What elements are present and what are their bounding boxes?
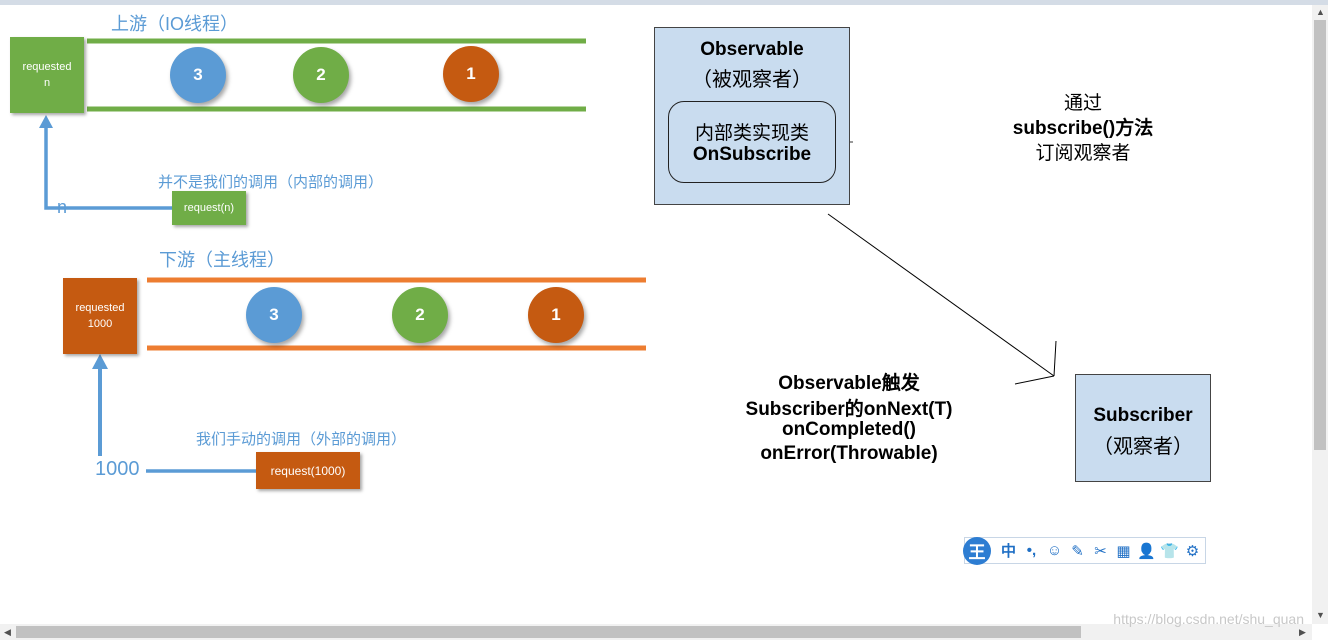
emoji-icon[interactable]: ☺ — [1046, 542, 1063, 559]
observable-title: Observable — [700, 39, 804, 60]
horizontal-scroll-thumb[interactable] — [16, 626, 1081, 638]
upstream-item-1: 1 — [443, 46, 499, 102]
downstream-title: 下游（主线程） — [159, 250, 285, 270]
chinese-mode-icon[interactable]: 中 — [1000, 543, 1016, 560]
subscribe-text-line1: 通过 — [1063, 93, 1102, 114]
subscribe-arrowhead-b — [1014, 375, 1055, 385]
keyboard-icon[interactable]: ▦ — [1116, 542, 1131, 560]
skin-icon[interactable]: 👕 — [1160, 542, 1179, 560]
punctuation-icon[interactable]: •, — [1026, 542, 1037, 559]
trigger-text-line3: onCompleted() — [781, 419, 917, 440]
scroll-left-icon[interactable]: ◀ — [4, 627, 11, 637]
subscribe-arrowhead-a — [1053, 340, 1057, 377]
trigger-text-line4: onError(Throwable) — [760, 443, 938, 464]
downstream-arrowhead — [92, 354, 108, 369]
onsubscribe-box — [668, 101, 836, 183]
upstream-request-arrow — [44, 124, 172, 210]
upstream-requested-box: requested n — [10, 37, 84, 113]
ime-logo-icon[interactable]: 王 — [963, 536, 991, 565]
subscriber-title: Subscriber — [1093, 405, 1193, 426]
upstream-title: 上游（IO线程） — [111, 14, 239, 34]
subscribe-text-line3: 订阅观察者 — [1035, 143, 1131, 164]
subscriber-subtitle: （观察者） — [1093, 436, 1193, 458]
settings-icon[interactable]: ⚙ — [1185, 542, 1200, 560]
ime-toolbar: 王 中 •, ☺ ✎ ✂ ▦ 👤 👕 ⚙ — [963, 536, 1206, 565]
subscribe-arrow-line — [827, 213, 1055, 377]
downstream-item-1: 1 — [528, 287, 584, 343]
trigger-text-line1: Observable触发 — [778, 373, 920, 394]
handwriting-icon[interactable]: ✎ — [1071, 542, 1084, 560]
subscribe-text-line2: subscribe()方法 — [1012, 118, 1154, 139]
downstream-item-3: 3 — [246, 287, 302, 343]
downstream-axis-value: 1000 — [95, 458, 140, 480]
downstream-note: 我们手动的调用（外部的调用） — [196, 431, 407, 448]
downstream-request-box: request(1000) — [256, 452, 360, 489]
trigger-text-line2: Subscriber的onNext(T) — [745, 399, 953, 420]
onsubscribe-line1: 内部类实现类 — [694, 123, 809, 144]
upstream-item-3: 3 — [170, 47, 226, 103]
vertical-scroll-thumb[interactable] — [1314, 20, 1326, 450]
watermark: https://blog.csdn.net/shu_quan — [1113, 611, 1304, 627]
diagram-lines — [39, 38, 1057, 473]
upstream-request-box: request(n) — [172, 191, 246, 225]
upstream-arrowhead — [39, 115, 53, 128]
scissors-icon[interactable]: ✂ — [1094, 542, 1107, 560]
upstream-note: 并不是我们的调用（内部的调用） — [158, 174, 384, 191]
scroll-right-icon[interactable]: ▶ — [1299, 627, 1306, 637]
upstream-item-2: 2 — [293, 47, 349, 103]
upstream-axis-value: n — [57, 197, 68, 217]
subscriber-box — [1075, 374, 1211, 482]
user-icon[interactable]: 👤 — [1137, 542, 1156, 560]
downstream-requested-box: requested 1000 — [63, 278, 137, 354]
top-border — [0, 0, 1328, 5]
downstream-item-2: 2 — [392, 287, 448, 343]
onsubscribe-line2: OnSubscribe — [692, 144, 812, 165]
scroll-up-icon[interactable]: ▲ — [1316, 7, 1325, 17]
observable-subtitle: （被观察者） — [692, 69, 812, 91]
scroll-down-icon[interactable]: ▼ — [1316, 610, 1325, 620]
